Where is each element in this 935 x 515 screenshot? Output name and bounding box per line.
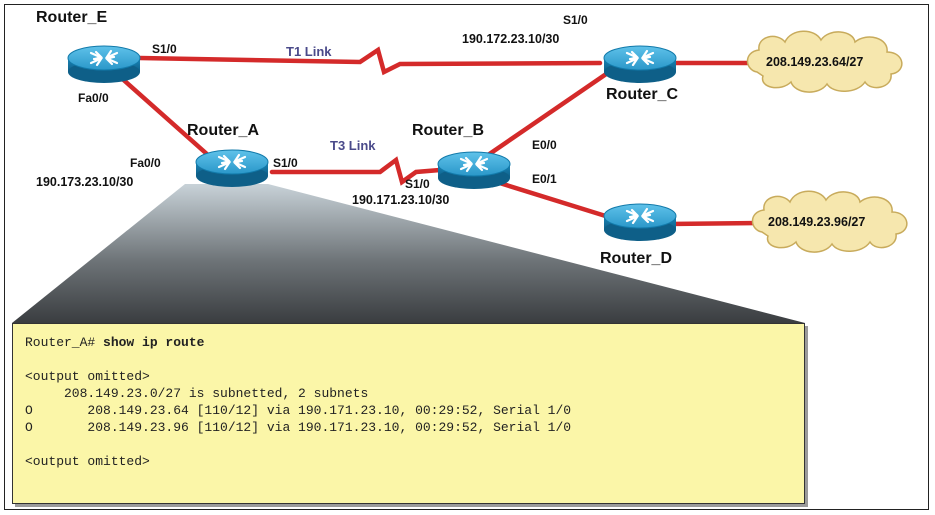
t1-link-label: T1 Link [286,44,332,59]
d-cloud-link-line [665,220,763,227]
t3-link-label: T3 Link [330,138,376,153]
diagram-frame [4,4,929,510]
router-e-s10-port: S1/0 [152,42,177,56]
t1-link-line [137,46,603,76]
router-d-icon [602,202,678,243]
cli-subnet-line: 208.149.23.0/27 is subnetted, 2 subnets [25,386,369,401]
cli-prompt: Router_A# [25,335,104,350]
cloud-c-network-label: 208.149.23.64/27 [766,55,864,69]
router-b-icon [436,150,512,191]
router-e-fa00-port: Fa0/0 [78,91,109,105]
router-b-label: Router_B [412,122,485,139]
router-c-s10-port: S1/0 [563,13,588,27]
cloud-d-network-label: 208.149.23.96/27 [768,215,866,229]
b-d-link-line [487,177,615,221]
router-c-label: Router_C [606,86,679,103]
b-c-link-line [485,67,615,158]
cli-blank-line [25,436,792,453]
e-a-link-line [115,72,211,158]
router-b-s10-port: S1/0 [405,177,430,191]
cli-output-panel: Router_A# show ip route <output omitted>… [12,323,805,504]
cli-route-line: O 208.149.23.96 [110/12] via 190.171.23.… [25,420,572,435]
router-a-icon [194,148,270,189]
router-c-s10-address: 190.172.23.10/30 [462,32,560,46]
cli-omitted-bottom: <output omitted> [25,454,150,469]
cli-command-line: Router_A# show ip route [25,334,792,351]
router-e-icon [66,44,142,85]
router-b-s10-address: 190.171.23.10/30 [352,193,450,207]
t3-link-line [269,156,443,186]
router-c-icon [602,44,678,85]
cli-blank-line [25,351,792,368]
router-a-fa00-port: Fa0/0 [130,156,161,170]
cli-command: show ip route [103,335,205,350]
router-b-e01-port: E0/1 [532,172,557,186]
zoom-projection [12,184,805,323]
router-d-label: Router_D [600,250,673,267]
router-a-fa00-address: 190.173.23.10/30 [36,175,134,189]
links [115,46,763,227]
cli-omitted-top: <output omitted> [25,369,150,384]
router-a-label: Router_A [187,122,260,139]
router-e-label: Router_E [36,9,108,26]
router-b-e00-port: E0/0 [532,138,557,152]
cli-route-line: O 208.149.23.64 [110/12] via 190.171.23.… [25,403,572,418]
router-a-s10-port: S1/0 [273,156,298,170]
